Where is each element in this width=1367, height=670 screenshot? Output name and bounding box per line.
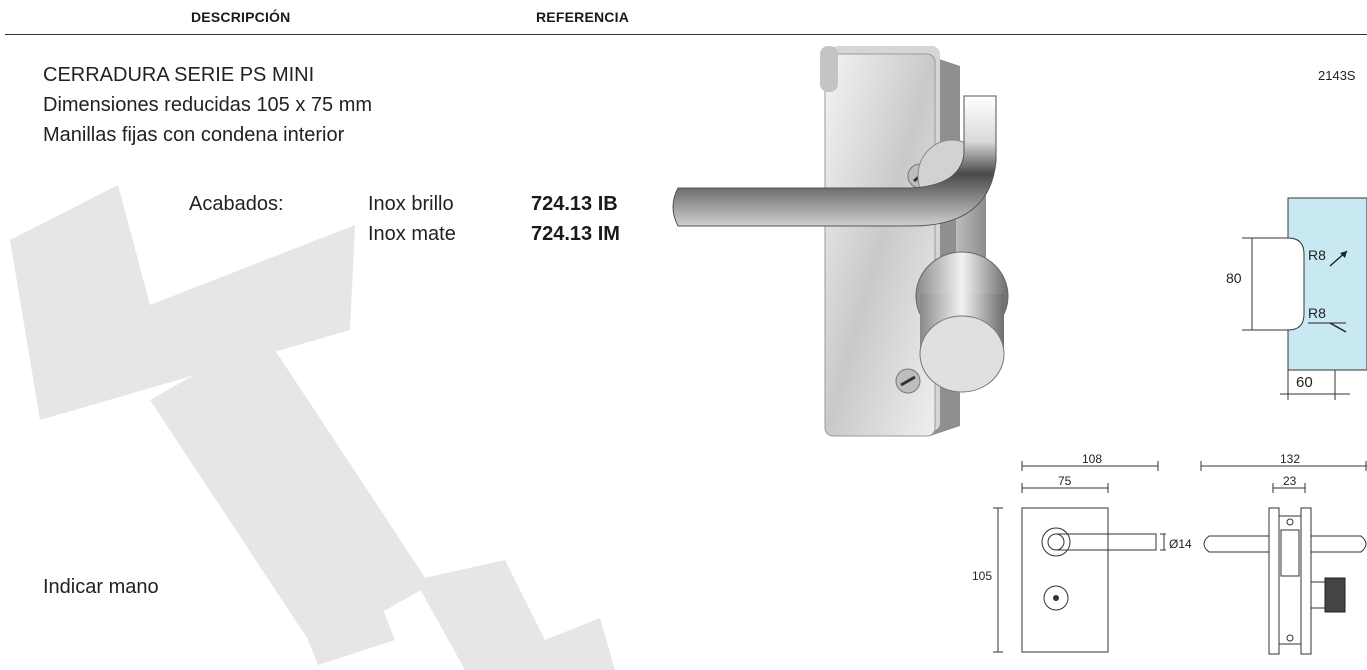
- finish-ref-1: 724.13 IB: [531, 193, 618, 215]
- hand-note: Indicar mano: [43, 576, 159, 598]
- side-thickness-label: 23: [1283, 474, 1297, 488]
- column-header-descripcion: DESCRIPCIÓN: [191, 9, 291, 25]
- front-drawing: 108 75 105: [972, 452, 1166, 653]
- front-body-width-label: 75: [1058, 474, 1072, 488]
- side-drawing: 132 23: [1200, 452, 1367, 655]
- product-photo: [672, 46, 1009, 437]
- cutout-width-label: 60: [1296, 374, 1313, 391]
- finish-ref-2: 724.13 IM: [531, 223, 620, 245]
- cutout-height-label: 80: [1226, 270, 1242, 286]
- product-handles: Manillas fijas con condena interior: [43, 124, 345, 146]
- front-handle-diameter-label: Ø14: [1169, 537, 1192, 551]
- product-title: CERRADURA SERIE PS MINI: [43, 64, 315, 86]
- side-overall-width-label: 132: [1280, 452, 1300, 466]
- front-height-label: 105: [972, 569, 992, 583]
- cutout-radius-top-label: R8: [1308, 247, 1326, 263]
- product-dimensions: Dimensiones reducidas 105 x 75 mm: [43, 94, 373, 116]
- glass-code: 2143S: [1318, 68, 1356, 83]
- watermark-r-shape: [415, 560, 560, 670]
- watermark-t-stem: [240, 450, 395, 665]
- watermark-r-leg: [470, 618, 615, 670]
- cutout-radius-bottom-label: R8: [1308, 305, 1326, 321]
- header-divider: [5, 34, 1367, 35]
- finish-name-2: Inox mate: [368, 223, 456, 245]
- cutout-drawing: 80 R8 R8 60: [1226, 197, 1367, 400]
- finishes-label: Acabados:: [189, 193, 284, 215]
- column-header-referencia: REFERENCIA: [536, 9, 630, 25]
- watermark-v-shape: [10, 185, 355, 420]
- finish-name-1: Inox brillo: [368, 193, 454, 215]
- front-overall-width-label: 108: [1082, 452, 1102, 466]
